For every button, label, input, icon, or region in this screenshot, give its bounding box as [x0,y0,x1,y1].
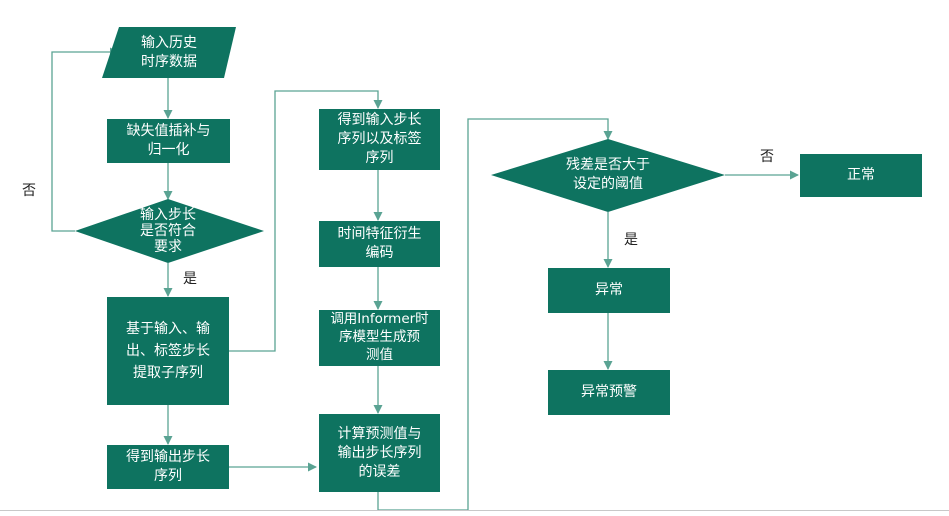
normal-label: 正常 [847,167,875,183]
edge-extract-to-input-label [229,90,383,352]
nodes [75,27,922,492]
abnormal-alert-shape [548,370,670,415]
time-encoding-label: 时间特征衍生 编码 [337,226,422,261]
informer-predict-label: 调用Informer时 序模型生成预 测值 [330,311,429,363]
step-ok-decision-shape [75,199,264,263]
step-no-label: 否 [22,183,36,199]
step-yes-label: 是 [183,271,197,287]
compute-error-label: 计算预测值与 输出步长序列 的误差 [337,425,422,480]
extract-subseq-shape [107,297,229,405]
abnormal-label: 异常 [595,282,623,298]
connectors [51,47,799,511]
threshold-decision-label: 残差是否大于 设定的阈值 [566,157,650,192]
impute-normalize-shape [107,119,230,163]
compute-error-shape [319,414,440,492]
time-encoding-shape [319,221,440,267]
abnormal-shape [548,268,670,313]
informer-predict-shape [319,310,440,366]
bottom-divider [0,510,949,511]
step-ok-decision-label: 输入步长 是否符合 要求 [140,207,196,255]
input-history-label: 输入历史 时序数据 [141,34,197,70]
edge-error-to-threshold [377,118,613,511]
threshold-yes-label: 是 [624,232,638,248]
extract-subseq-label: 基于输入、输 出、标签步长 提取子序列 [126,321,210,381]
get-input-label-label: 得到输入步长 序列以及标签 序列 [337,112,422,166]
get-output-step-label: 得到输出步长 序列 [126,449,210,484]
threshold-no-label: 否 [760,149,774,165]
normal-shape [800,154,922,197]
input-history-shape [102,27,236,78]
threshold-decision-shape [491,139,725,212]
get-input-label-shape [319,109,440,170]
impute-normalize-label: 缺失值插补与 归一化 [126,123,211,158]
edge-decision-no-loop [51,47,119,232]
get-output-step-shape [107,445,229,489]
abnormal-alert-label: 异常预警 [581,384,637,400]
